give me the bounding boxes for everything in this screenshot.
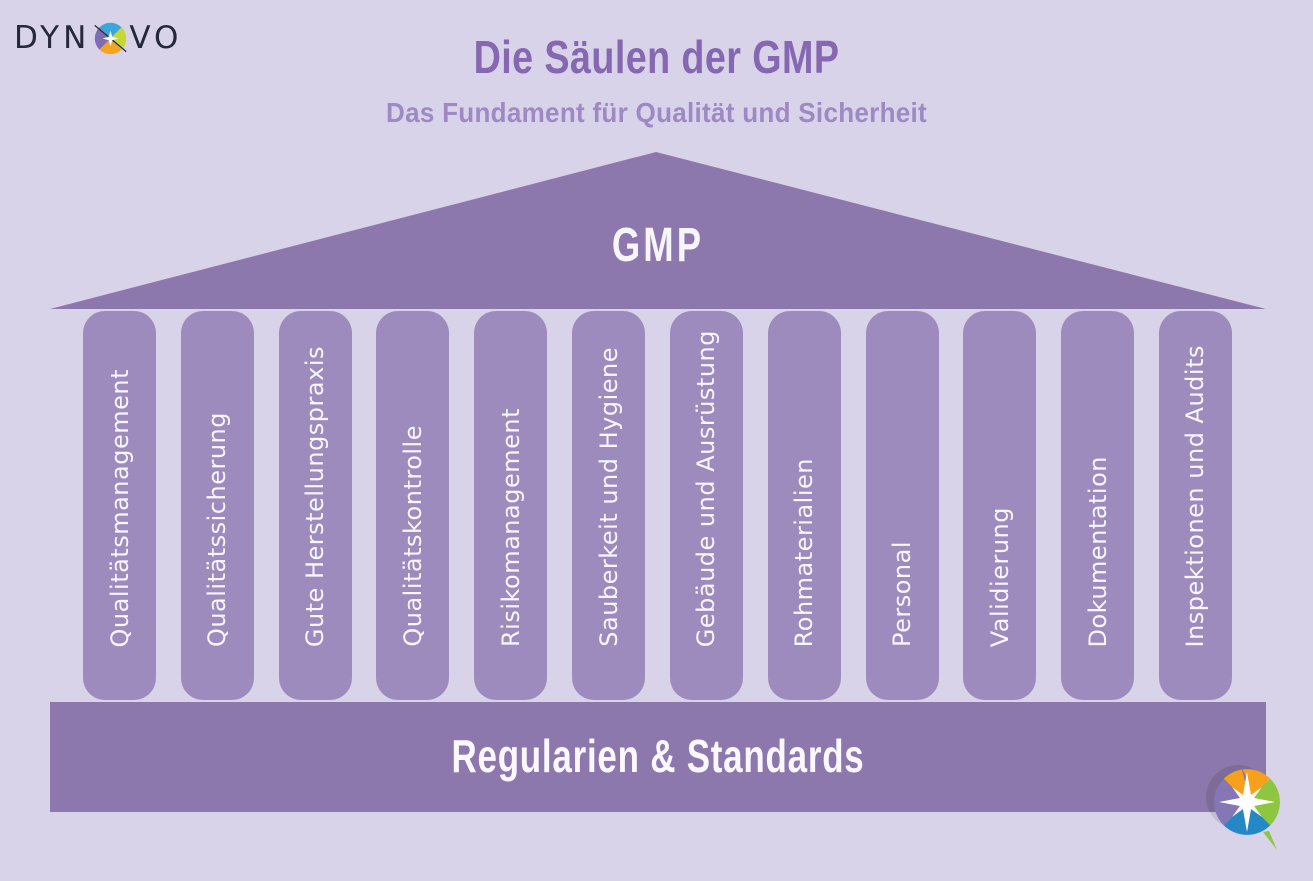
roof-label: GMP (611, 219, 705, 272)
pillar-label: Gute Herstellungspraxis (301, 345, 330, 647)
foundation-label: Regularien & Standards (451, 730, 865, 782)
pillar-rohmaterialien: Rohmaterialien (767, 311, 841, 700)
pillar-label: Inspektionen und Audits (1181, 344, 1210, 648)
pillar-label: Qualitätsmanagement (105, 368, 134, 647)
sparkle-logo-icon (1206, 765, 1280, 850)
page-title: Die Säulen der GMP (473, 31, 840, 83)
pillar-label: Gebäude und Ausrüstung (692, 329, 721, 647)
pillar-gebaeude-und-ausruestung: Gebäude und Ausrüstung (669, 311, 743, 700)
pillar-gute-herstellungspraxis: Gute Herstellungspraxis (278, 311, 352, 700)
pillar-sauberkeit-und-hygiene: Sauberkeit und Hygiene (572, 311, 646, 700)
dynovo-logo: DYN VO (14, 20, 182, 56)
page-subtitle: Das Fundament für Qualität und Sicherhei… (386, 97, 927, 128)
pillar-label: Rohmaterialien (790, 457, 819, 647)
dynovo-sphere-icon (94, 22, 128, 54)
dynovo-logo-text-before: DYN (14, 20, 91, 56)
pillar-risikomanagement: Risikomanagement (474, 311, 548, 700)
pillar-label: Validierung (985, 506, 1014, 647)
pillar-label: Risikomanagement (496, 407, 525, 647)
pillar-row: Qualitätsmanagement Qualitätssicherung G… (83, 311, 1232, 700)
pillar-personal: Personal (865, 311, 939, 700)
pillar-label: Qualitätskontrolle (398, 425, 427, 647)
pillar-inspektionen-und-audits: Inspektionen und Audits (1158, 311, 1232, 700)
pillar-label: Qualitätssicherung (203, 411, 232, 647)
pillar-qualitaetssicherung: Qualitätssicherung (180, 311, 254, 700)
pillar-qualitaetsmanagement: Qualitätsmanagement (83, 311, 156, 700)
pillar-label: Personal (888, 540, 916, 647)
pillar-label: Sauberkeit und Hygiene (594, 347, 623, 647)
pillar-validierung: Validierung (963, 311, 1037, 700)
pillar-dokumentation: Dokumentation (1061, 311, 1135, 700)
pillar-label: Dokumentation (1083, 455, 1112, 647)
foundation-bar: Regularien & Standards (50, 702, 1266, 812)
dynovo-logo-text-after: VO (129, 20, 183, 56)
temple-roof: GMP (50, 152, 1266, 309)
roof-triangle-shape (50, 152, 1266, 309)
pillar-qualitaetskontrolle: Qualitätskontrolle (376, 311, 450, 700)
